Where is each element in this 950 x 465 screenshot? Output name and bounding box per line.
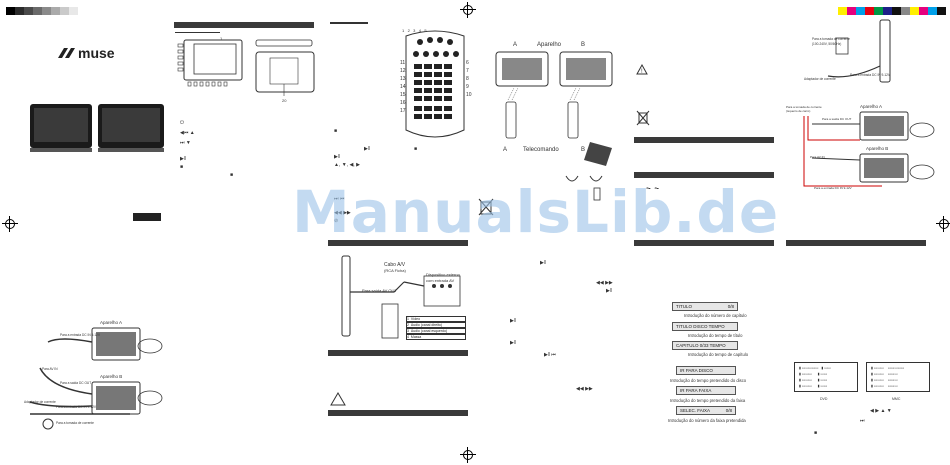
dc-in-label: Para a entrada DC IN 9-12V — [850, 73, 891, 77]
section-bar — [786, 240, 926, 246]
ac-symbol: ⏦ ⏦ — [646, 186, 660, 192]
section-bar — [328, 410, 468, 416]
external-device-sub-label: com entrada AV — [426, 278, 455, 283]
registration-mark-icon — [460, 447, 476, 463]
label-device-b: Aparelho B — [100, 374, 123, 379]
search-caption-title: Introdução do número de capítulo — [684, 313, 747, 318]
av-in-label-right: Para AV IN — [810, 155, 825, 159]
cable-av-label: Cabo A/V — [384, 262, 406, 268]
back-panel-number: 20 — [282, 98, 287, 103]
socket-label: Para a tomada de corrente — [812, 37, 850, 41]
osd-next: ⏭ — [860, 418, 865, 424]
socket-car-sub-label: (isqueiro de carro) — [786, 109, 811, 113]
remote-section-rule — [330, 22, 368, 24]
remote-top-numbers: 1 2 3 4 5 — [402, 28, 427, 33]
product-photo — [30, 104, 164, 152]
av-out-diagram — [341, 255, 461, 339]
grey-colorbar — [6, 2, 78, 15]
osd-label-dvd: DVD — [820, 397, 828, 401]
section-bar — [328, 350, 468, 356]
search-caption-disc-time: Introdução do tempo de título — [688, 333, 743, 338]
label-device-b-right: Aparelho B — [866, 146, 889, 151]
cmyk-colorbar — [838, 2, 946, 15]
section-underline — [175, 32, 220, 33]
muse-logo: muse — [56, 44, 136, 62]
watermark: ManualsLib.de — [292, 178, 780, 246]
remote-control-figure — [405, 30, 465, 138]
registration-mark-icon — [936, 216, 950, 232]
back-panel-figure: 20 — [255, 39, 315, 103]
external-device-label: Dispositivo externo — [426, 272, 460, 277]
circle-b-remote: B — [581, 147, 586, 153]
label-device-a: Aparelho A — [100, 320, 123, 325]
adapter-label: Adaptador de corrente — [804, 77, 836, 81]
label-av-in: Para AV IN — [42, 367, 58, 371]
section-bar — [634, 137, 774, 143]
language-tab — [133, 213, 161, 221]
search-box-chapter-time: CAPITULO 0/33 TEMPO — [672, 341, 738, 350]
section-bar — [634, 172, 774, 178]
search-caption-select-track: Introdução do número da faixa pretendida — [668, 418, 746, 423]
label-dc-out: Para a saída DC OUT — [60, 381, 92, 385]
dc-in2-label: Para a entrada DC IN 9-12V — [814, 186, 852, 190]
search-caption-goto-disc: Introdução do tempo pretendido do disco — [670, 378, 747, 383]
registration-mark-icon — [2, 216, 18, 232]
weee-bin-icon — [478, 198, 494, 216]
label-dc-in-b: Para a entrada DC IN 9-12V — [56, 405, 97, 409]
search-caption-goto-track: Introdução do tempo pretendido da faixa — [670, 398, 746, 403]
svg-text:!: ! — [641, 69, 643, 75]
osd-stop: ■ — [814, 430, 818, 436]
circle-a-remote: A — [503, 147, 508, 153]
osd-arrows: ◀ ▶ ▲ ▼ — [870, 408, 892, 414]
warning-triangle-icon: ! — [636, 64, 648, 75]
section-bar — [634, 240, 774, 246]
remote-pairing-figure — [495, 51, 613, 139]
circle-b: B — [581, 42, 586, 48]
socket-car-label: Para a tomada de corrente — [786, 105, 822, 109]
socket-sub-label: (100-240V, 50/60Hz) — [812, 42, 842, 46]
connection-diagram-right — [803, 111, 935, 187]
osd-label-mmc: MMC — [892, 397, 901, 401]
dc-out-label: Para a saída DC OUT — [822, 117, 852, 121]
label-device-a-right: Aparelho A — [860, 104, 883, 109]
osd-screen-mmc: ▮ ▭▭▭ ▭▭▭▭▭ ▮ ▭▭▭ ▭▭▭ ▮ ▭▭▭ ▭▭▭ ▮ ▭▭▭ ▭▭… — [866, 362, 930, 392]
section-bar — [174, 22, 314, 28]
connection-diagram-left — [29, 327, 163, 430]
weee-bin-icon — [636, 110, 650, 126]
search-box-disc-time: TITULO DISCO TEMPO — [672, 322, 738, 331]
brand-text: muse — [78, 45, 115, 61]
label-socket: Para a tomada de corrente — [56, 421, 94, 425]
recycle-warning-icon — [330, 392, 346, 406]
battery-insert-figure — [565, 142, 612, 201]
label-adapter: Adaptador de corrente — [24, 400, 56, 404]
osd-screen-dvd: ▮ ▭▭▭▭▭ ▮ ▭▭ ▮ ▭▭▭ ▮ ▭▭ ▮ ▭▭▭ ▮ ▭▭ ▮ ▭▭▭… — [794, 362, 858, 392]
search-box-goto-track: IR PARA FAIXA — [676, 386, 736, 395]
power-adapter-figure — [827, 19, 891, 83]
section-bar — [328, 240, 468, 246]
front-panel-number: 1 — [220, 36, 223, 41]
aparelho-label: Aparelho — [537, 42, 562, 48]
registration-mark-icon — [460, 2, 476, 18]
front-panel-figure: 1 — [177, 36, 243, 87]
label-dc-in: Para a entrada DC IN 9-12V — [60, 333, 101, 337]
search-box-goto-disc: IR PARA DISCO — [676, 366, 736, 375]
av-out-port-label: Para saída AV OUT — [362, 288, 397, 293]
cable-av-sub-label: (RCA Ficha) — [384, 268, 406, 273]
search-caption-chapter-time: Introdução do tempo de capítulo — [688, 352, 749, 357]
telecomando-label: Telecomando — [523, 147, 559, 153]
circle-a: A — [513, 42, 518, 48]
